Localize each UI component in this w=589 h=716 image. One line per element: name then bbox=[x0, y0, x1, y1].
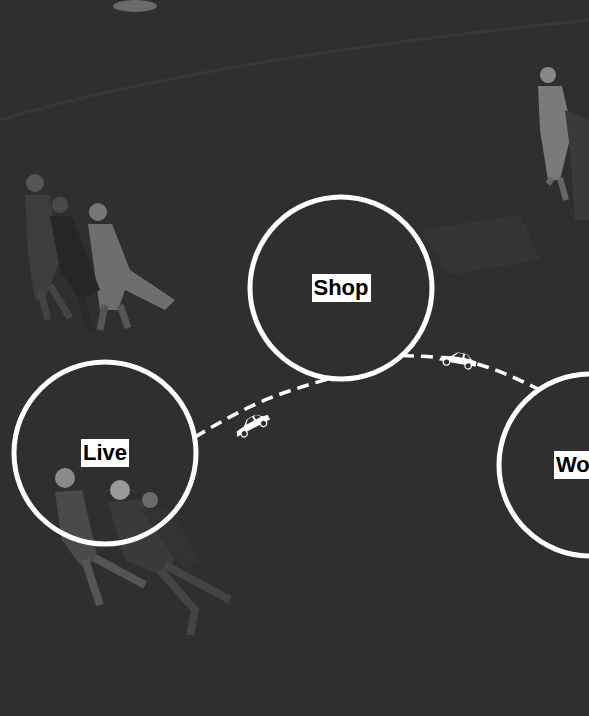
place-label: Wo bbox=[554, 451, 589, 479]
asphalt-patch bbox=[420, 215, 540, 275]
circle-outline bbox=[250, 197, 432, 379]
car-icon bbox=[231, 409, 272, 440]
circle-outline bbox=[499, 374, 589, 556]
place-circle: Shop bbox=[247, 194, 435, 382]
pedestrian bbox=[88, 203, 175, 330]
pedestrian bbox=[538, 67, 589, 220]
car-icon bbox=[438, 349, 478, 371]
travel-route bbox=[195, 378, 330, 437]
road-mark bbox=[0, 20, 589, 120]
pedestrian bbox=[50, 197, 100, 330]
pedestrian bbox=[113, 0, 157, 12]
place-label: Shop bbox=[312, 274, 371, 302]
place-circle: Live bbox=[11, 359, 199, 547]
place-circle: Wo bbox=[496, 371, 589, 559]
place-label: Live bbox=[81, 439, 129, 467]
circle-outline bbox=[14, 362, 196, 544]
pedestrian bbox=[108, 480, 230, 635]
